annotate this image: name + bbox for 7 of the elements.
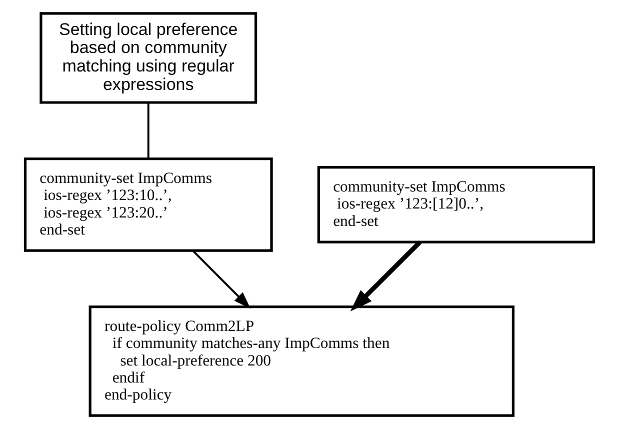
node-box: community-set ImpComms ios-regex ’123:10..’, ios-regex ’123:20..’ end-set xyxy=(23,158,272,252)
node-box: community-set ImpComms ios-regex ’123:[12]0..’, end-set xyxy=(316,166,595,244)
node-box: route-policy Comm2LP if community matches-any ImpComms then set local-preference 200 endif end-policy xyxy=(88,306,514,417)
node-box: Setting local preference based on community matching using regular expressions xyxy=(39,12,257,104)
arrow xyxy=(192,250,250,309)
arrow xyxy=(350,240,422,312)
connector xyxy=(146,102,149,159)
